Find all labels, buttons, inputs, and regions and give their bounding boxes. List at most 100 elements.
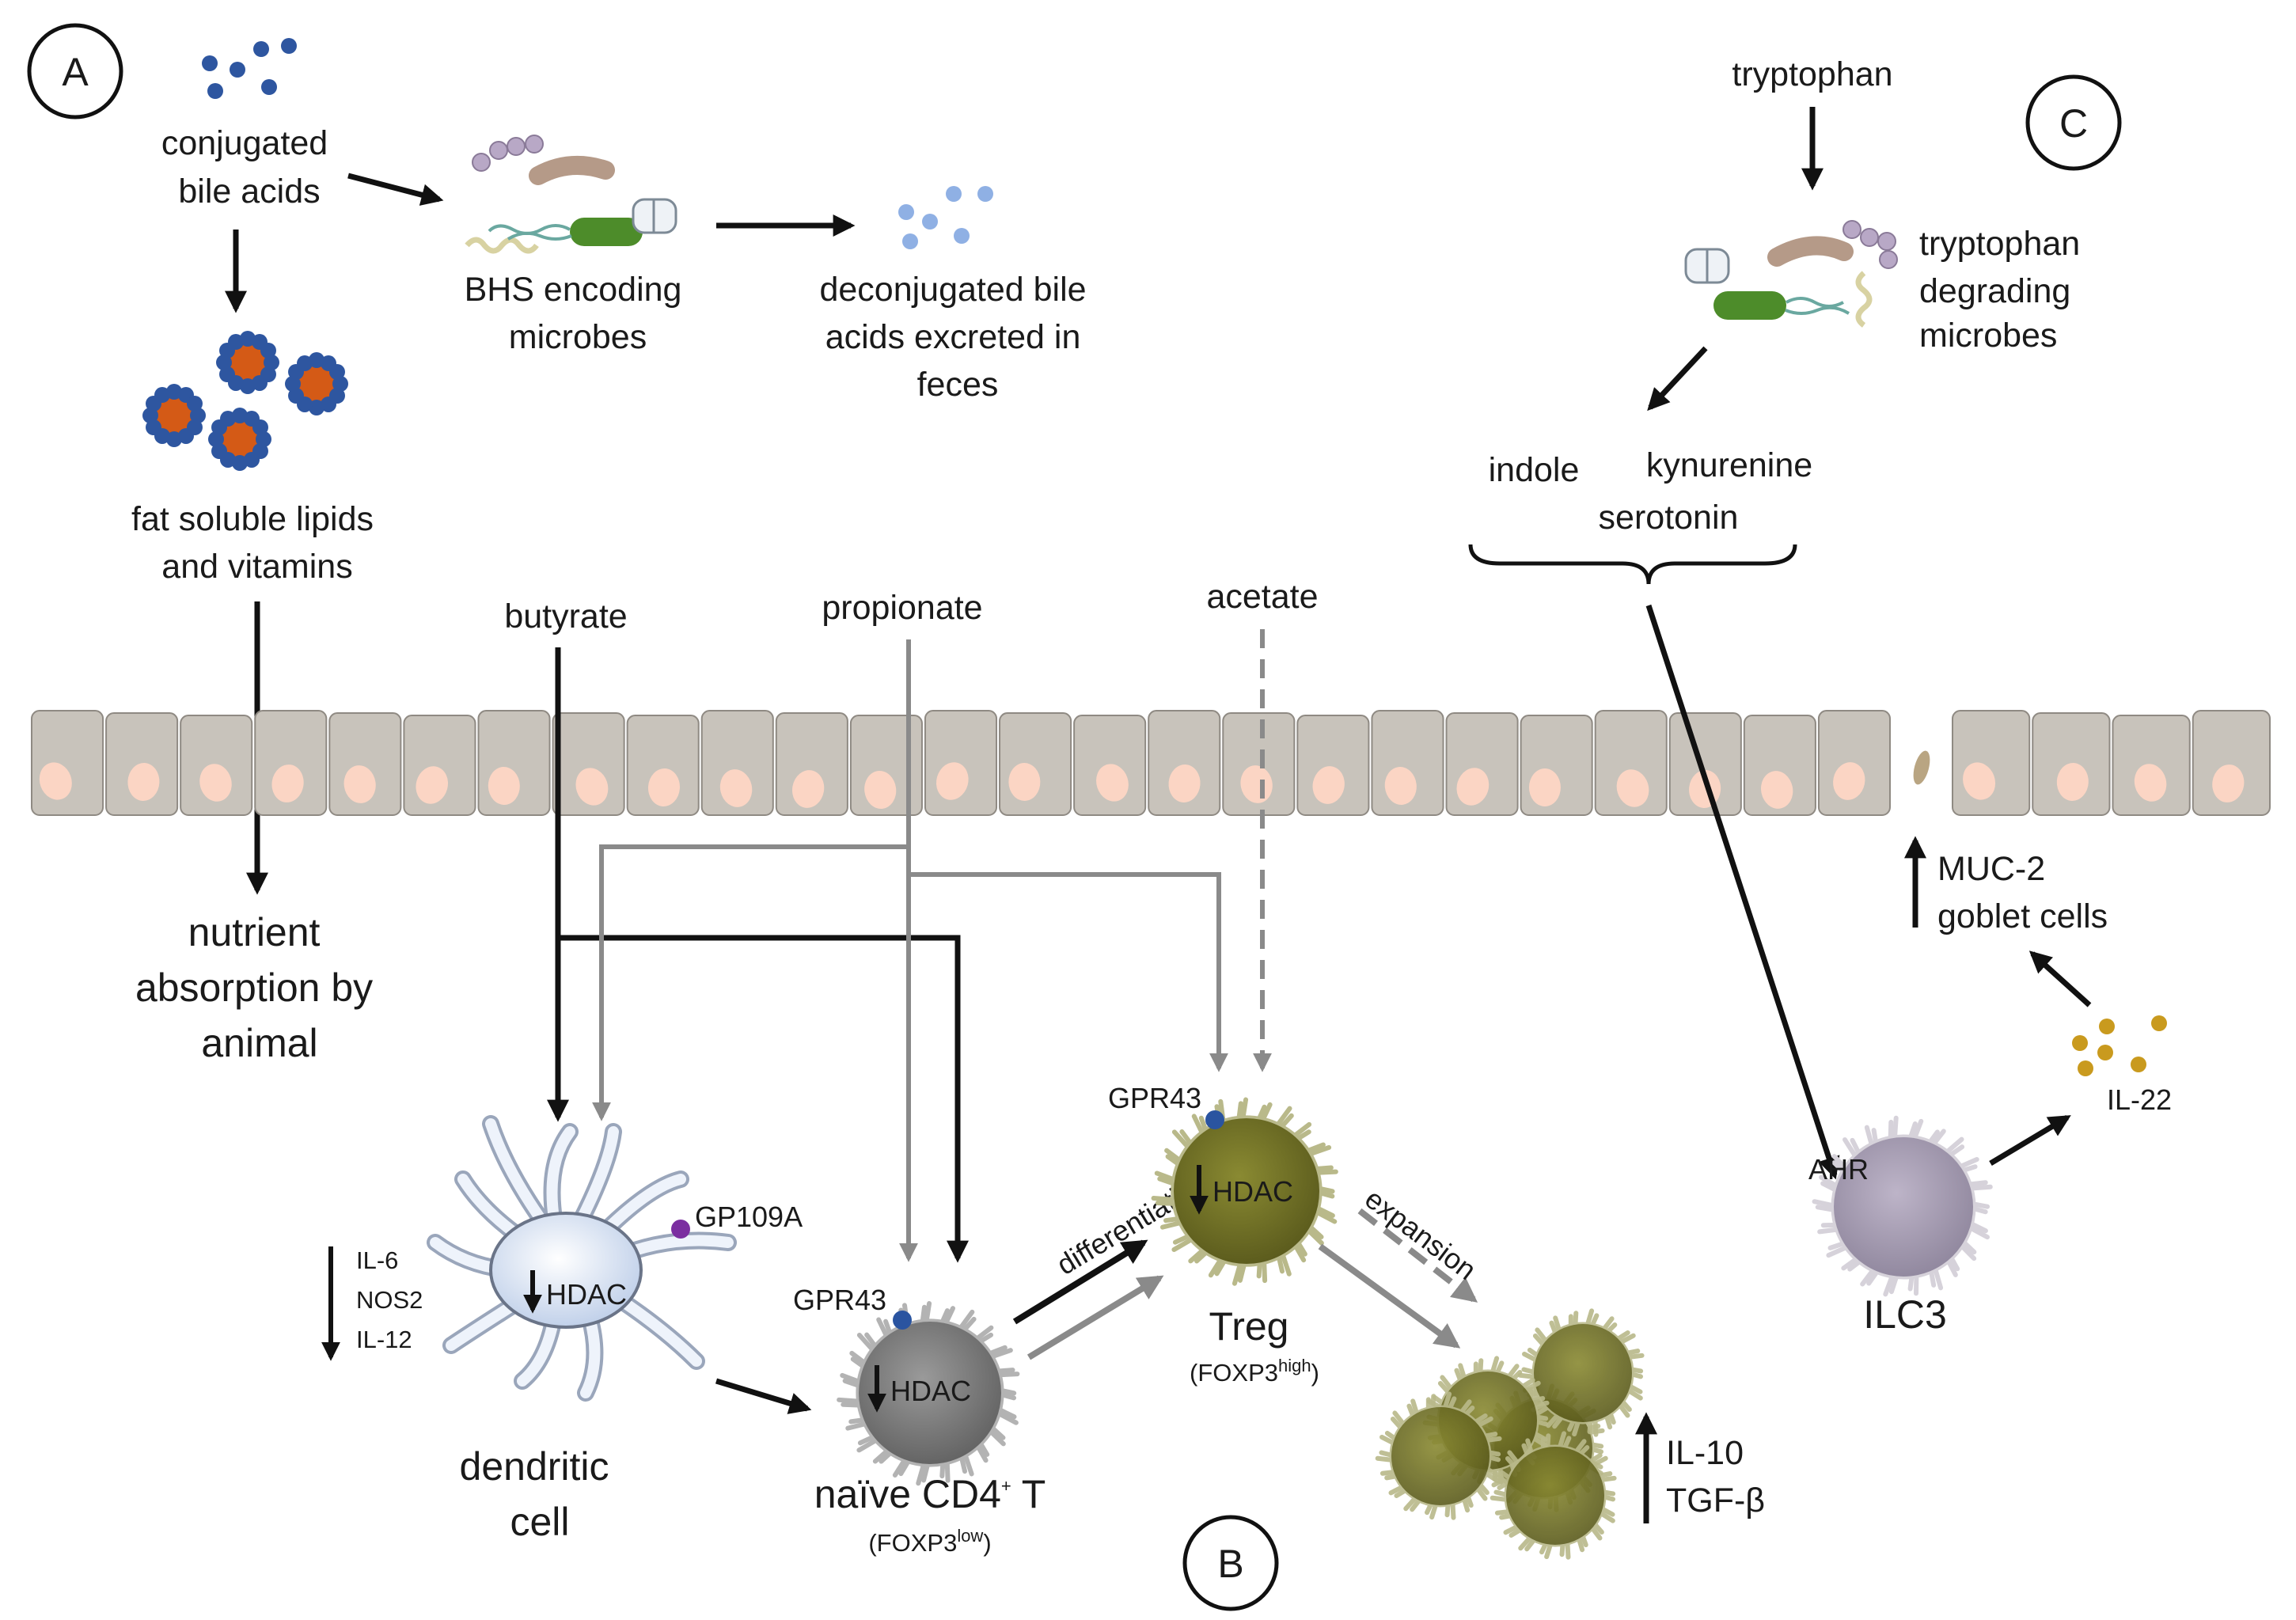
propionate-label: propionate [822,589,982,627]
ilc3-cell [1815,1118,1990,1295]
epithelial-cell [2113,715,2190,815]
indole-label: indole [1489,451,1580,489]
acetate-label: acetate [1206,578,1318,616]
metabolites-brace [1471,544,1795,584]
dendritic-cell-label: dendritic cell [460,1444,620,1544]
shed-goblet-granule [1911,749,1934,786]
muc2-goblet-label: MUC-2 goblet cells [1937,850,2108,935]
coccus-chain-icon [472,135,543,171]
expansion-label: expansion [1359,1182,1482,1287]
epithelial-cell [1819,711,1890,815]
tryptophan-microbe-cluster [1686,221,1897,325]
panel-label-a: A [29,25,121,117]
kynurenine-label: kynurenine [1646,446,1812,484]
arrow-dc-to-naive [716,1381,807,1409]
arrow-ilc3-to-il22 [1990,1117,2067,1163]
panel-label-c: C [2028,77,2120,169]
diplococcus-icon [1686,249,1729,283]
svg-text:A: A [62,50,89,94]
micelle [285,352,348,415]
expanded-treg-cluster [1378,1311,1642,1557]
epithelial-cell [1670,713,1741,815]
epithelial-cell [925,711,996,815]
panel-label-b: B [1185,1517,1277,1609]
naive-cd4-t-label: naïve CD4+ T [814,1472,1046,1516]
epithelial-cell [1297,715,1368,815]
rod-bacterium-icon [1777,245,1844,257]
epithelial-cell [478,711,549,815]
epithelial-cell [1521,715,1592,815]
epithelial-cell [776,713,848,815]
fat-soluble-lipids-label: fat soluble lipids and vitamins [131,500,383,586]
treg-cytokines-label: IL-10 TGF-β [1666,1434,1765,1519]
micelle [208,408,271,471]
epithelial-cell [628,715,699,815]
spirochete-icon [467,240,537,251]
treg-hdac-label: HDAC [1213,1175,1293,1208]
epithelial-cell [1148,711,1220,815]
svg-text:C: C [2059,101,2088,146]
epithelial-cell [2032,713,2109,815]
treg-gpr43-label: GPR43 [1108,1082,1201,1114]
tryptophan-degrading-microbes-label: tryptophan degrading microbes [1919,225,2089,355]
flagellated-bacterium-icon [1713,291,1849,320]
deconjugated-bile-acid-dots [898,186,993,249]
naive-gpr43-receptor [893,1311,912,1330]
dc-hdac-label: HDAC [546,1278,627,1311]
epithelial-cell [180,715,252,815]
arrow-il22-to-goblet [2032,954,2089,1005]
intestinal-epithelium [32,711,2270,815]
epithelial-cell [404,715,475,815]
tryptophan-label: tryptophan [1732,55,1892,93]
epithelial-cell [32,711,103,815]
serotonin-label: serotonin [1599,499,1739,537]
epithelial-cell [702,711,773,815]
treg-gpr43-receptor [1205,1110,1224,1129]
nutrient-absorption-label: nutrient absorption by animal [135,910,384,1065]
epithelial-cell [1000,713,1071,815]
epithelial-cell [1953,711,2029,815]
bhs-microbe-cluster [467,135,676,251]
conjugated-bile-acids-label: conjugated bile acids [161,124,337,211]
arrow-bile-to-bhs [348,176,439,199]
rod-bacterium-icon [538,165,605,176]
epithelial-cell [106,713,177,815]
dc-cytokines-label: IL-6 NOS2 IL-12 [356,1246,430,1353]
spirochete-icon [1858,273,1869,325]
gp109a-label: GP109A [695,1201,803,1233]
epithelial-cell [2193,711,2270,815]
epithelial-cell [1447,713,1518,815]
epithelial-cell [329,713,400,815]
ilc3-label: ILC3 [1863,1292,1947,1337]
coccus-chain-icon [1843,221,1897,268]
il22-label: IL-22 [2107,1083,2172,1116]
gp109a-receptor [671,1220,690,1239]
epithelial-cell [255,711,326,815]
ahr-label: AHR [1808,1153,1869,1186]
arrow-microbes-to-metabolites [1650,348,1706,408]
epithelial-cell [851,715,922,815]
epithelial-cell [1744,715,1816,815]
conjugated-bile-acid-dots [202,38,297,99]
arrow-metabolites-to-ahr [1649,605,1835,1175]
foxp3-low-label: (FOXP3low) [868,1526,991,1557]
svg-text:B: B [1217,1542,1243,1586]
epithelial-cell [1372,711,1443,815]
arrow-differentiation-gray [1029,1278,1159,1357]
il22-dots [2072,1015,2167,1076]
naive-gpr43-label: GPR43 [793,1284,886,1316]
bhs-microbes-label: BHS encoding microbes [465,271,692,356]
naive-hdac-label: HDAC [890,1375,971,1407]
epithelial-cell [1223,713,1294,815]
epithelial-cell [1596,711,1667,815]
micelle [216,331,279,394]
epithelial-cell [553,713,624,815]
micelle [142,384,206,447]
treg-label: Treg [1209,1304,1289,1349]
butyrate-label: butyrate [504,598,627,635]
foxp3-high-label: (FOXP3high) [1190,1356,1319,1387]
bile-micelles [142,331,348,471]
epithelial-cell [1074,715,1145,815]
